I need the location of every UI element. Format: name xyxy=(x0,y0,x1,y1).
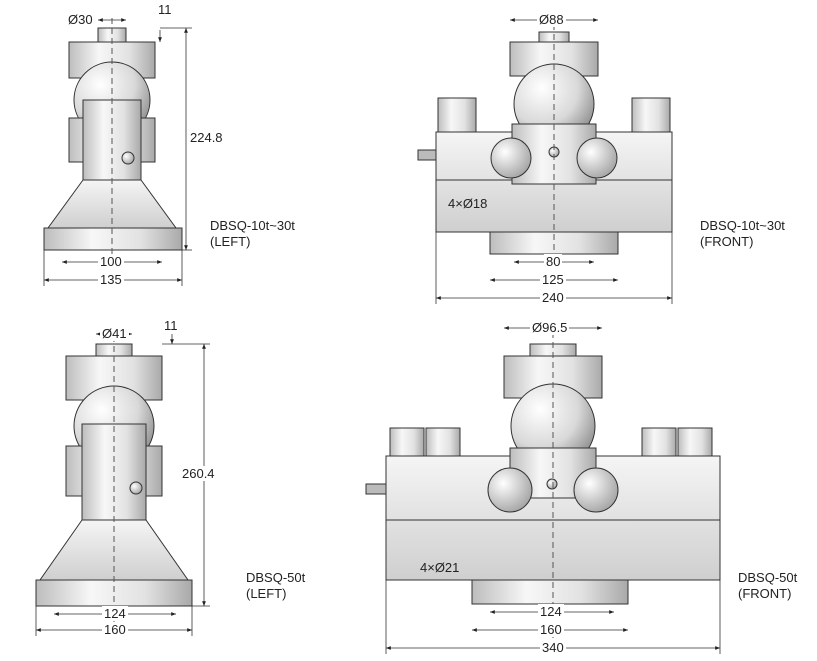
dim-base-width: 135 xyxy=(98,272,124,287)
dim-top-dia: Ø30 xyxy=(68,12,93,27)
dim-inner: 80 xyxy=(544,254,563,269)
dims-small-left xyxy=(43,18,192,286)
dim-length: 340 xyxy=(540,640,566,655)
view-small-front xyxy=(417,14,673,266)
dim-holes: 4×Ø21 xyxy=(420,560,460,575)
dim-top-offset: 11 xyxy=(164,318,178,333)
dim-length: 240 xyxy=(540,290,566,305)
dim-holes: 4×Ø18 xyxy=(448,196,488,211)
dim-top-dia: Ø88 xyxy=(537,12,566,27)
view-large-left xyxy=(35,326,193,636)
caption-small-front: DBSQ-10t~30t (FRONT) xyxy=(700,218,785,250)
dim-top-offset: 11 xyxy=(158,2,172,17)
dim-inner: 124 xyxy=(538,604,564,619)
caption-model: DBSQ-10t~30t xyxy=(210,218,295,233)
dims-large-left xyxy=(35,332,210,636)
view-small-left xyxy=(43,18,183,262)
dim-base-width: 160 xyxy=(102,622,128,637)
dim-hole-span: 124 xyxy=(102,606,128,621)
cable-connector-icon xyxy=(365,483,387,495)
caption-model: DBSQ-50t xyxy=(738,570,798,585)
dim-hole-span: 160 xyxy=(538,622,564,637)
dim-height: 260.4 xyxy=(180,466,217,481)
caption-large-front: DBSQ-50t (FRONT) xyxy=(738,570,797,602)
caption-view: (FRONT) xyxy=(700,234,754,249)
dim-hole-span: 100 xyxy=(98,254,124,269)
view-large-front xyxy=(365,322,721,640)
cable-connector-icon xyxy=(417,149,437,161)
caption-view: (LEFT) xyxy=(246,586,287,601)
cable-gland-icon xyxy=(121,151,135,165)
caption-large-left: DBSQ-50t (LEFT) xyxy=(246,570,305,602)
dim-top-dia: Ø41 xyxy=(100,326,129,341)
caption-view: (FRONT) xyxy=(738,586,792,601)
base-plate xyxy=(43,227,183,251)
caption-view: (LEFT) xyxy=(210,234,251,249)
dim-height: 224.8 xyxy=(190,130,223,145)
caption-model: DBSQ-10t~30t xyxy=(700,218,785,233)
dim-hole-span: 125 xyxy=(540,272,566,287)
caption-model: DBSQ-50t xyxy=(246,570,306,585)
dim-top-dia: Ø96.5 xyxy=(530,320,570,335)
caption-small-left: DBSQ-10t~30t (LEFT) xyxy=(210,218,295,250)
